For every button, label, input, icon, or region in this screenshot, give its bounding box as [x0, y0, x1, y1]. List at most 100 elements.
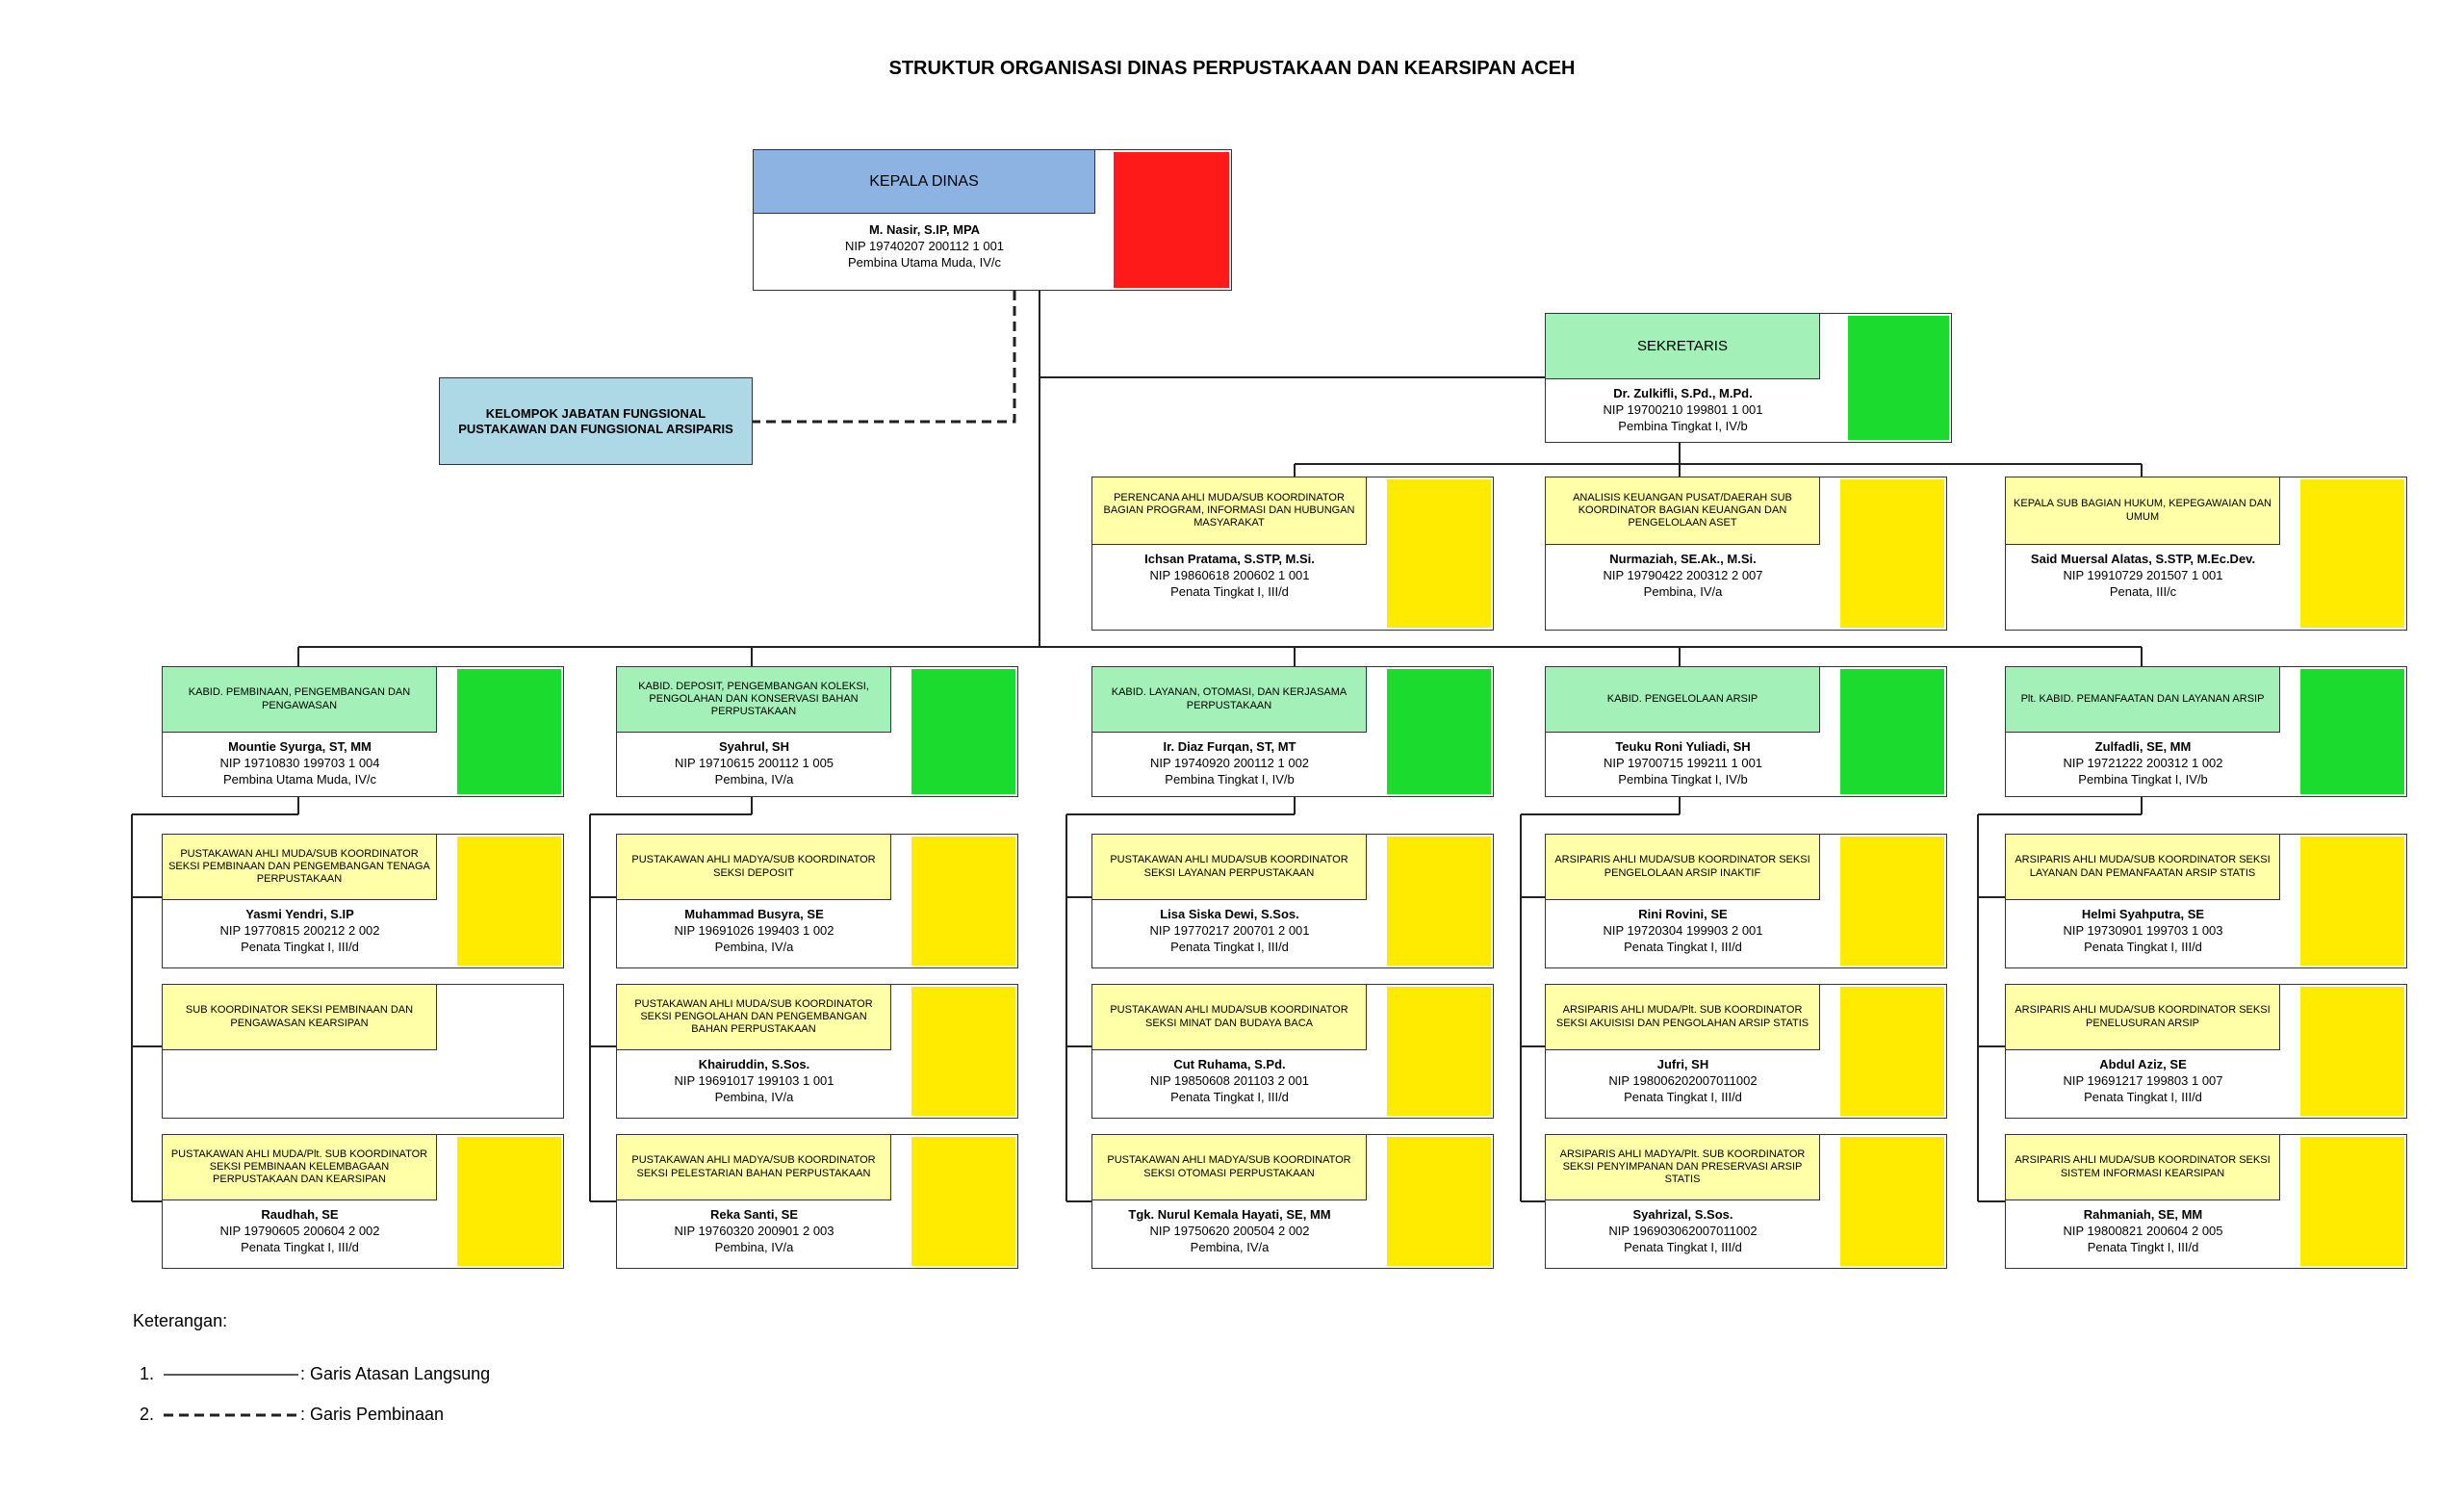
staff-card: ARSIPARIS AHLI MADYA/Plt. SUB KOORDINATO…: [1545, 1134, 1947, 1269]
rank: Pembina, IV/a: [714, 1240, 794, 1254]
position-title: KABID. PEMBINAAN, PENGEMBANGAN DAN PENGA…: [163, 667, 437, 733]
portrait-photo: [1114, 152, 1229, 288]
rank: Penata Tingkat I, III/d: [1170, 584, 1289, 599]
person-info: Ichsan Pratama, S.STP, M.Si.NIP 19860618…: [1092, 551, 1367, 600]
position-title: PUSTAKAWAN AHLI MUDA/SUB KOORDINATOR SEK…: [1092, 985, 1367, 1050]
person-info: Khairuddin, S.Sos.NIP 19691017 199103 1 …: [617, 1056, 891, 1105]
position-title: ARSIPARIS AHLI MADYA/Plt. SUB KOORDINATO…: [1546, 1135, 1820, 1200]
person-info: Cut Ruhama, S.Pd. NIP 19850608 201103 2 0…: [1092, 1056, 1367, 1105]
rank: Pembina, IV/a: [714, 1090, 794, 1104]
portrait-photo: [457, 669, 561, 794]
nip: NIP 19790605 200604 2 002: [219, 1224, 380, 1238]
rank: Pembina Tingkat I, IV/b: [1165, 772, 1295, 787]
nip: NIP 19770217 200701 2 001: [1149, 923, 1310, 938]
person-info: Said Muersal Alatas, S.STP, M.Ec.Dev.NIP…: [2006, 551, 2280, 600]
person-name: Ir. Diaz Furqan, ST, MT: [1163, 739, 1296, 754]
rank: Pembina Tingkat I, IV/b: [1618, 419, 1748, 433]
staff-card: ARSIPARIS AHLI MUDA/SUB KOORDINATOR SEKS…: [1545, 834, 1947, 968]
portrait-photo: [911, 837, 1015, 966]
staff-card: PUSTAKAWAN AHLI MUDA/SUB KOORDINATOR SEK…: [162, 834, 564, 968]
position-title: PUSTAKAWAN AHLI MADYA/SUB KOORDINATOR SE…: [617, 835, 891, 900]
person-name: Tgk. Nurul Kemala Hayati, SE, MM: [1128, 1207, 1331, 1222]
portrait-photo: [911, 987, 1015, 1116]
portrait-photo: [1840, 479, 1944, 628]
rank: Pembina, IV/a: [1643, 584, 1723, 599]
rank: Penata Tingkat I, III/d: [1170, 940, 1289, 954]
person-info: Mountie Syurga, ST, MM NIP 19710830 19970…: [163, 738, 437, 787]
rank: Pembina, IV/a: [1190, 1240, 1270, 1254]
staff-card: ARSIPARIS AHLI MUDA/SUB KOORDINATOR SEKS…: [2005, 834, 2407, 968]
portrait-photo: [457, 837, 561, 966]
rank: Penata Tingkat I, III/d: [2084, 940, 2202, 954]
person-name: Jufri, SH: [1656, 1057, 1709, 1071]
nip: NIP 19691026 199403 1 002: [674, 923, 834, 938]
kabid-card: KABID. PEMBINAAN, PENGEMBANGAN DAN PENGA…: [162, 666, 564, 797]
position-title: PUSTAKAWAN AHLI MUDA/Plt. SUB KOORDINATO…: [163, 1135, 437, 1200]
position-title: KABID. DEPOSIT, PENGEMBANGAN KOLEKSI, PE…: [617, 667, 891, 733]
position-title: SEKRETARIS: [1546, 314, 1820, 379]
rank: Pembina Utama Muda, IV/c: [848, 255, 1001, 270]
portrait-photo: [1840, 837, 1944, 966]
portrait-photo: [1840, 669, 1944, 794]
position-title: PUSTAKAWAN AHLI MUDA/SUB KOORDINATOR SEK…: [617, 985, 891, 1050]
position-title: ANALISIS KEUANGAN PUSAT/DAERAH SUB KOORD…: [1546, 477, 1820, 545]
page-title: STRUKTUR ORGANISASI DINAS PERPUSTAKAAN D…: [888, 58, 1576, 79]
position-title: KEPALA DINAS: [754, 150, 1095, 214]
position-title: KABID. LAYANAN, OTOMASI, DAN KERJASAMA P…: [1092, 667, 1367, 733]
portrait-photo: [1387, 987, 1491, 1116]
subbagian-card: KEPALA SUB BAGIAN HUKUM, KEPEGAWAIAN DAN…: [2005, 477, 2407, 631]
nip: NIP 19720304 199903 2 001: [1603, 923, 1763, 938]
portrait-photo: [911, 1137, 1015, 1266]
person-name: Helmi Syahputra, SE: [2081, 907, 2205, 921]
legend-text-1: : Garis Atasan Langsung: [300, 1364, 491, 1383]
rank: Penata Tingkat I, III/d: [241, 940, 359, 954]
rank: Penata Tingkat I, III/d: [1624, 1240, 1742, 1254]
person-name: Raudhah, SE: [261, 1207, 339, 1222]
staff-card: ARSIPARIS AHLI MUDA/SUB KOORDINATOR SEKS…: [2005, 984, 2407, 1119]
person-name: Syahrizal, S.Sos.: [1632, 1207, 1733, 1222]
portrait-photo: [2300, 1137, 2404, 1266]
nip: NIP 198006202007011002: [1608, 1073, 1758, 1088]
position-title: ARSIPARIS AHLI MUDA/Plt. SUB KOORDINATOR…: [1546, 985, 1820, 1050]
staff-card: ARSIPARIS AHLI MUDA/SUB KOORDINATOR SEKS…: [2005, 1134, 2407, 1269]
nip: NIP 19700210 199801 1 001: [1603, 402, 1763, 417]
rank: Pembina Tingkat I, IV/b: [1618, 772, 1748, 787]
position-title: PERENCANA AHLI MUDA/SUB KOORDINATOR BAGI…: [1092, 477, 1367, 545]
portrait-photo: [2300, 669, 2404, 794]
nip: NIP 19710830 199703 1 004: [219, 756, 380, 770]
nip: NIP 19790422 200312 2 007: [1603, 568, 1763, 582]
rank: Pembina, IV/a: [714, 940, 794, 954]
person-name: Mountie Syurga, ST, MM: [228, 739, 372, 754]
legend-text-2: : Garis Pembinaan: [300, 1405, 445, 1424]
portrait-photo: [1848, 316, 1949, 440]
person-name: Zulfadli, SE, MM: [2094, 739, 2192, 754]
subbagian-card: ANALISIS KEUANGAN PUSAT/DAERAH SUB KOORD…: [1545, 477, 1947, 631]
person-info: Nurmaziah, SE.Ak., M.Si.NIP 19790422 200…: [1546, 551, 1820, 600]
person-name: Cut Ruhama, S.Pd.: [1173, 1057, 1286, 1071]
nip: NIP 19760320 200901 2 003: [674, 1224, 834, 1238]
legend-num-1: 1.: [140, 1364, 155, 1383]
position-title: Plt. KABID. PEMANFAATAN DAN LAYANAN ARSI…: [2006, 667, 2280, 733]
rank: Penata Tingkt I, III/d: [2087, 1240, 2199, 1254]
nip: NIP 19850608 201103 2 001: [1149, 1073, 1310, 1088]
kabid-card: KABID. DEPOSIT, PENGEMBANGAN KOLEKSI, PE…: [616, 666, 1018, 797]
rank: Pembina, IV/a: [714, 772, 794, 787]
person-name: Abdul Aziz, SE: [2099, 1057, 2187, 1071]
portrait-photo: [2300, 987, 2404, 1116]
staff-card: ARSIPARIS AHLI MUDA/Plt. SUB KOORDINATOR…: [1545, 984, 1947, 1119]
rank: Penata Tingkat I, III/d: [1170, 1090, 1289, 1104]
person-name: Reka Santi, SE: [709, 1207, 799, 1222]
staff-card: PUSTAKAWAN AHLI MADYA/SUB KOORDINATOR SE…: [616, 834, 1018, 968]
person-name: Teuku Roni Yuliadi, SH: [1615, 739, 1751, 754]
